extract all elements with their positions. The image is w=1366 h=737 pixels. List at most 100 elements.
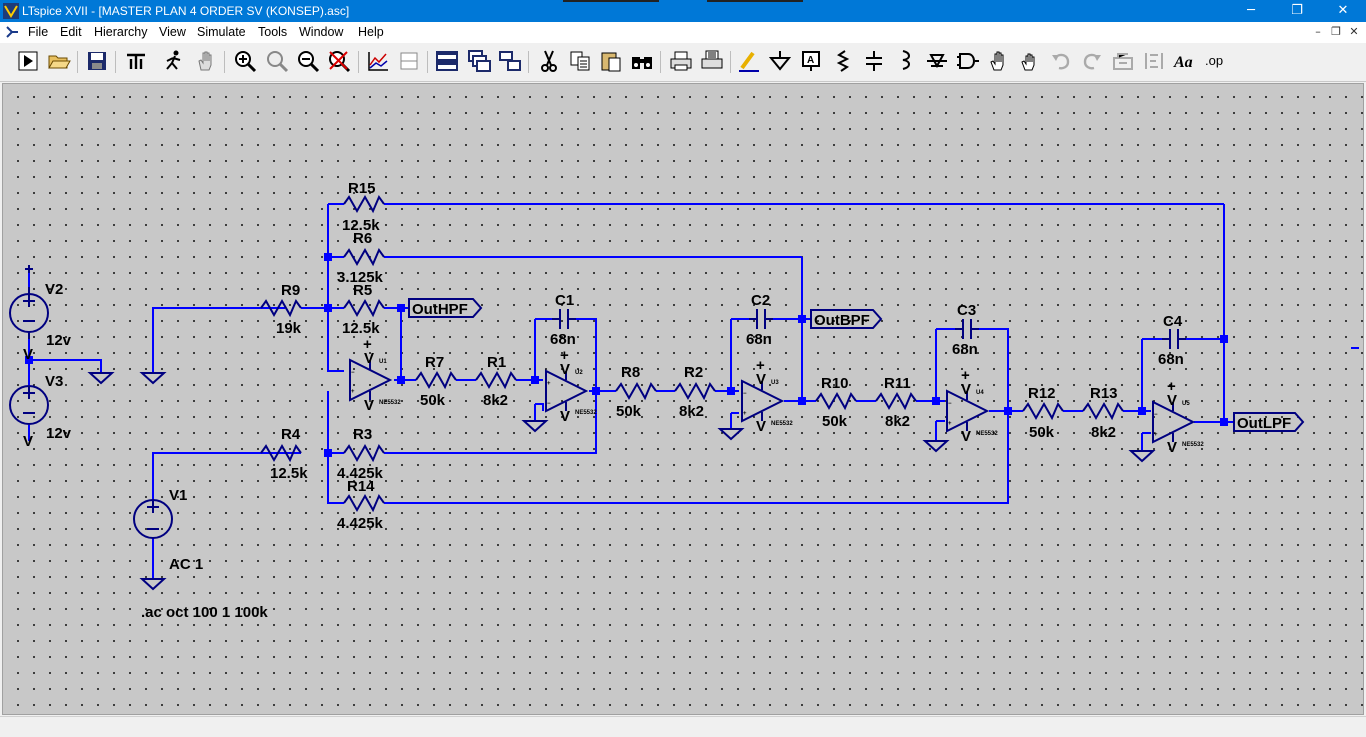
ground-r9 xyxy=(139,372,167,385)
resistor-R3 xyxy=(343,443,385,463)
svg-text:U5: U5 xyxy=(1182,401,1190,407)
redo-icon[interactable] xyxy=(1078,47,1106,75)
wire-icon[interactable] xyxy=(735,47,763,75)
copy-icon[interactable] xyxy=(566,47,594,75)
label-r3-value: 4.425k xyxy=(337,465,384,482)
resistor-icon[interactable] xyxy=(829,47,857,75)
probe-icon[interactable] xyxy=(160,47,188,75)
diode-icon[interactable] xyxy=(923,47,951,75)
toolbar-separator xyxy=(358,51,359,73)
spice-directive-icon[interactable]: .op xyxy=(1202,47,1230,75)
mdi-minimize-button[interactable]: – xyxy=(1315,25,1321,38)
label-r5-name: R5 xyxy=(353,282,372,299)
inductor-icon[interactable] xyxy=(891,47,919,75)
label-v1-value: AC 1 xyxy=(169,556,203,573)
mdi-restore-button[interactable]: ❐ xyxy=(1331,25,1341,38)
zoom-cancel-icon[interactable] xyxy=(325,47,353,75)
label-v3-value: 12v xyxy=(46,425,72,442)
svg-text:U1: U1 xyxy=(379,359,387,365)
label-r3-name: R3 xyxy=(353,426,372,443)
opamp-U5: + V V − + U5 NE5532 xyxy=(1152,378,1204,456)
cut-icon[interactable] xyxy=(535,47,563,75)
label-r11-name: R11 xyxy=(884,375,911,392)
zoom-out-icon[interactable] xyxy=(294,47,322,75)
net-flag-outbpf[interactable]: OutBPF xyxy=(810,309,883,329)
menu-simulate[interactable]: Simulate xyxy=(197,25,246,39)
control-panel-icon[interactable] xyxy=(122,47,150,75)
svg-text:OutBPF: OutBPF xyxy=(814,312,870,329)
svg-text:V: V xyxy=(560,408,570,425)
rotate-icon[interactable] xyxy=(1109,47,1137,75)
minimize-button[interactable]: ─ xyxy=(1247,3,1255,18)
capacitor-icon[interactable] xyxy=(860,47,888,75)
label-c3-name: C3 xyxy=(957,302,976,319)
tile-horizontal-icon[interactable] xyxy=(433,47,461,75)
drag-icon[interactable] xyxy=(1016,47,1044,75)
svg-text:V: V xyxy=(1167,439,1177,456)
svg-text:−: − xyxy=(1154,412,1158,418)
maximize-button[interactable]: ❐ xyxy=(1291,3,1303,18)
junctions xyxy=(25,253,1228,457)
svg-text:−: − xyxy=(948,401,952,407)
zoom-box-icon[interactable] xyxy=(263,47,291,75)
label-r7-name: R7 xyxy=(425,354,444,371)
paste-icon[interactable] xyxy=(597,47,625,75)
run-icon[interactable] xyxy=(14,47,42,75)
label-r12-name: R12 xyxy=(1028,385,1056,402)
toolbar-separator xyxy=(115,51,116,73)
find-icon[interactable] xyxy=(628,47,656,75)
svg-text:U3: U3 xyxy=(771,380,779,386)
resistor-R11 xyxy=(875,391,917,411)
schematic-canvas[interactable]: V V + V V − + U1 NE5532 + V V + − U2 NE5… xyxy=(2,83,1364,715)
mdi-close-button[interactable]: ✕ xyxy=(1349,25,1359,38)
pan-hand-icon[interactable] xyxy=(192,47,220,75)
mirror-icon[interactable] xyxy=(1140,47,1168,75)
svg-text:−: − xyxy=(547,401,551,407)
move-icon[interactable] xyxy=(985,47,1013,75)
svg-text:NE5532: NE5532 xyxy=(976,431,998,437)
capacitor-symbols xyxy=(552,309,1186,349)
svg-text:−: − xyxy=(743,391,747,397)
label-r1-name: R1 xyxy=(487,354,506,371)
svg-text:V: V xyxy=(756,418,766,435)
plot-settings-icon[interactable] xyxy=(364,47,392,75)
ground-icon[interactable] xyxy=(766,47,794,75)
menu-help[interactable]: Help xyxy=(358,25,384,39)
svg-text:+: + xyxy=(756,357,765,374)
ground-u3 xyxy=(717,428,745,441)
component-icon[interactable] xyxy=(954,47,982,75)
svg-text:+: + xyxy=(1154,432,1158,438)
label-c4-value: 68n xyxy=(1158,351,1184,368)
label-net-icon[interactable]: A xyxy=(797,47,825,75)
label-r8-name: R8 xyxy=(621,364,640,381)
menu-edit[interactable]: Edit xyxy=(60,25,82,39)
menu-file[interactable]: File xyxy=(28,25,49,39)
svg-text:+: + xyxy=(560,347,569,364)
menu-hierarchy[interactable]: Hierarchy xyxy=(94,25,148,39)
svg-text:Aa: Aa xyxy=(1173,54,1193,71)
svg-text:NE5532: NE5532 xyxy=(379,400,401,406)
svg-text:+: + xyxy=(363,336,372,353)
undo-icon[interactable] xyxy=(1047,47,1075,75)
tile-vertical-icon[interactable] xyxy=(496,47,524,75)
resistor-R6 xyxy=(343,247,385,267)
menu-tools[interactable]: Tools xyxy=(258,25,288,39)
label-r15-value: 12.5k xyxy=(342,217,380,234)
net-flag-outhpf[interactable]: OutHPF xyxy=(408,298,483,318)
net-flag-outlpf[interactable]: OutLPF xyxy=(1233,412,1305,432)
plot-pane-icon[interactable] xyxy=(395,47,423,75)
print-icon[interactable] xyxy=(667,47,695,75)
close-button[interactable]: ✕ xyxy=(1337,3,1349,18)
open-icon[interactable] xyxy=(45,47,73,75)
cascade-icon[interactable] xyxy=(465,47,493,75)
toolbar-separator xyxy=(427,51,428,73)
menu-view[interactable]: View xyxy=(159,25,186,39)
spice-directive[interactable]: .ac oct 100 1 100k xyxy=(141,604,268,621)
save-icon[interactable] xyxy=(83,47,111,75)
schematic-doc-icon[interactable] xyxy=(4,25,20,40)
zoom-in-icon[interactable] xyxy=(231,47,259,75)
text-icon[interactable]: Aa xyxy=(1171,47,1199,75)
print-setup-icon[interactable] xyxy=(698,47,726,75)
label-r15-name: R15 xyxy=(348,180,376,197)
menu-window[interactable]: Window xyxy=(299,25,344,39)
